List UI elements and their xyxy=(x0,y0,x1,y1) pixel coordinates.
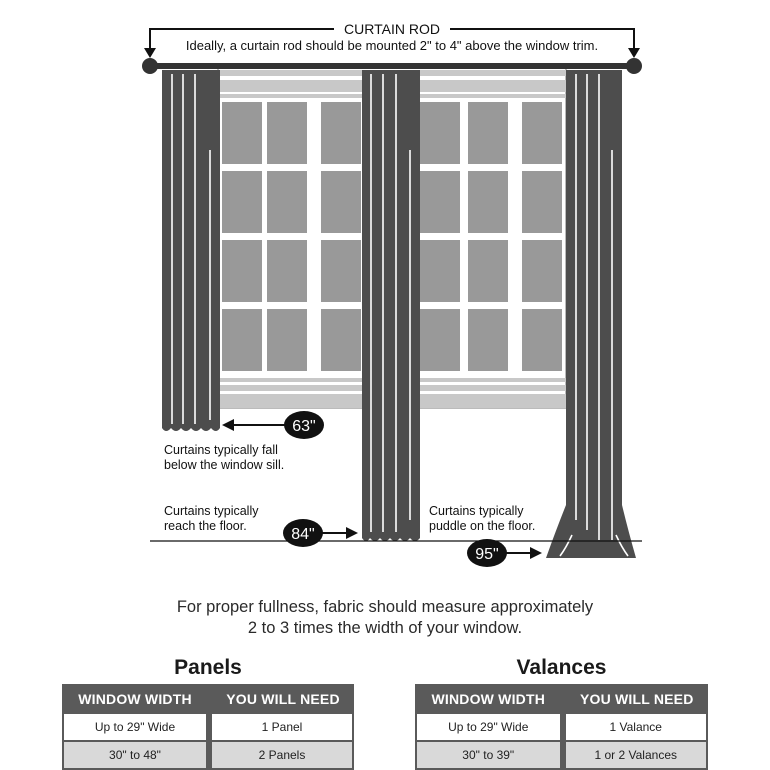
curtain-rod xyxy=(142,58,642,74)
caption-63-line2: below the window sill. xyxy=(164,458,284,472)
length-marker-63: 63" xyxy=(222,411,324,439)
window-pane xyxy=(222,102,262,164)
valances-table: WINDOW WIDTH YOU WILL NEED Up to 29" Wid… xyxy=(415,684,708,770)
panels-header-need: YOU WILL NEED xyxy=(208,684,354,714)
panels-cell-width: Up to 29" Wide xyxy=(62,714,208,742)
table-row: 30" to 39" 1 or 2 Valances xyxy=(415,742,708,770)
panels-title: Panels xyxy=(174,656,242,679)
valances-header-need: YOU WILL NEED xyxy=(561,684,708,714)
window-pane xyxy=(522,240,562,302)
window-pane xyxy=(468,309,508,371)
length-marker-84: 84" xyxy=(283,519,358,547)
window-pane xyxy=(468,240,508,302)
window-pane xyxy=(267,240,307,302)
panels-cell-width: 30" to 48" xyxy=(62,742,208,770)
table-row: Up to 29" Wide 1 Panel xyxy=(62,714,354,742)
window-pane xyxy=(468,102,508,164)
valances-cell-need: 1 or 2 Valances xyxy=(561,742,708,770)
window-pane xyxy=(267,171,307,233)
window-pane xyxy=(321,240,361,302)
window-pane xyxy=(222,240,262,302)
valances-cell-width: Up to 29" Wide xyxy=(415,714,562,742)
window-pane xyxy=(522,309,562,371)
valances-title: Valances xyxy=(516,656,607,679)
window-pane xyxy=(321,309,361,371)
table-row: Up to 29" Wide 1 Valance xyxy=(415,714,708,742)
window-pane xyxy=(522,171,562,233)
window-pane xyxy=(222,309,262,371)
curtain-panel-95 xyxy=(546,70,636,558)
caption-84-line1: Curtains typically xyxy=(164,504,259,518)
curtain-panel-84 xyxy=(362,70,420,541)
caption-95-line1: Curtains typically xyxy=(429,504,524,518)
window-pane xyxy=(321,102,361,164)
valances-header-width: WINDOW WIDTH xyxy=(415,684,562,714)
window-pane xyxy=(420,240,460,302)
panels-cell-need: 1 Panel xyxy=(208,714,354,742)
valances-cell-width: 30" to 39" xyxy=(415,742,562,770)
panels-header-row: WINDOW WIDTH YOU WILL NEED xyxy=(62,684,354,714)
length-badge-95: 95" xyxy=(475,546,498,563)
window-pane xyxy=(321,171,361,233)
caption-84-line2: reach the floor. xyxy=(164,519,247,533)
window-pane xyxy=(267,102,307,164)
curtain-length-diagram: CURTAIN ROD Ideally, a curtain rod shoul… xyxy=(142,21,642,567)
valances-cell-need: 1 Valance xyxy=(561,714,708,742)
rod-finial-left xyxy=(142,58,158,74)
length-badge-84: 84" xyxy=(291,526,314,543)
rod-measure-bracket xyxy=(144,28,640,58)
caption-63-line1: Curtains typically fall xyxy=(164,443,278,457)
curtain-panel-63 xyxy=(162,70,220,431)
panels-table: WINDOW WIDTH YOU WILL NEED Up to 29" Wid… xyxy=(62,684,354,770)
window-pane xyxy=(468,171,508,233)
fullness-note-line2: 2 to 3 times the width of your window. xyxy=(247,619,523,637)
caption-95-line2: puddle on the floor. xyxy=(429,519,535,533)
panels-cell-need: 2 Panels xyxy=(208,742,354,770)
length-marker-95: 95" xyxy=(467,539,542,567)
window-pane xyxy=(420,309,460,371)
window-panes xyxy=(222,102,562,371)
rod-finial-right xyxy=(626,58,642,74)
rod-label: CURTAIN ROD xyxy=(344,21,440,37)
fullness-note-line1: For proper fullness, fabric should measu… xyxy=(176,598,594,616)
window-pane xyxy=(420,171,460,233)
window-pane xyxy=(522,102,562,164)
table-row: 30" to 48" 2 Panels xyxy=(62,742,354,770)
panels-header-width: WINDOW WIDTH xyxy=(62,684,208,714)
fullness-note: For proper fullness, fabric should measu… xyxy=(0,597,770,639)
window-pane xyxy=(222,171,262,233)
rod-mounting-note: Ideally, a curtain rod should be mounted… xyxy=(186,38,598,53)
window-pane xyxy=(420,102,460,164)
window-pane xyxy=(267,309,307,371)
length-badge-63: 63" xyxy=(292,418,315,435)
valances-header-row: WINDOW WIDTH YOU WILL NEED xyxy=(415,684,708,714)
